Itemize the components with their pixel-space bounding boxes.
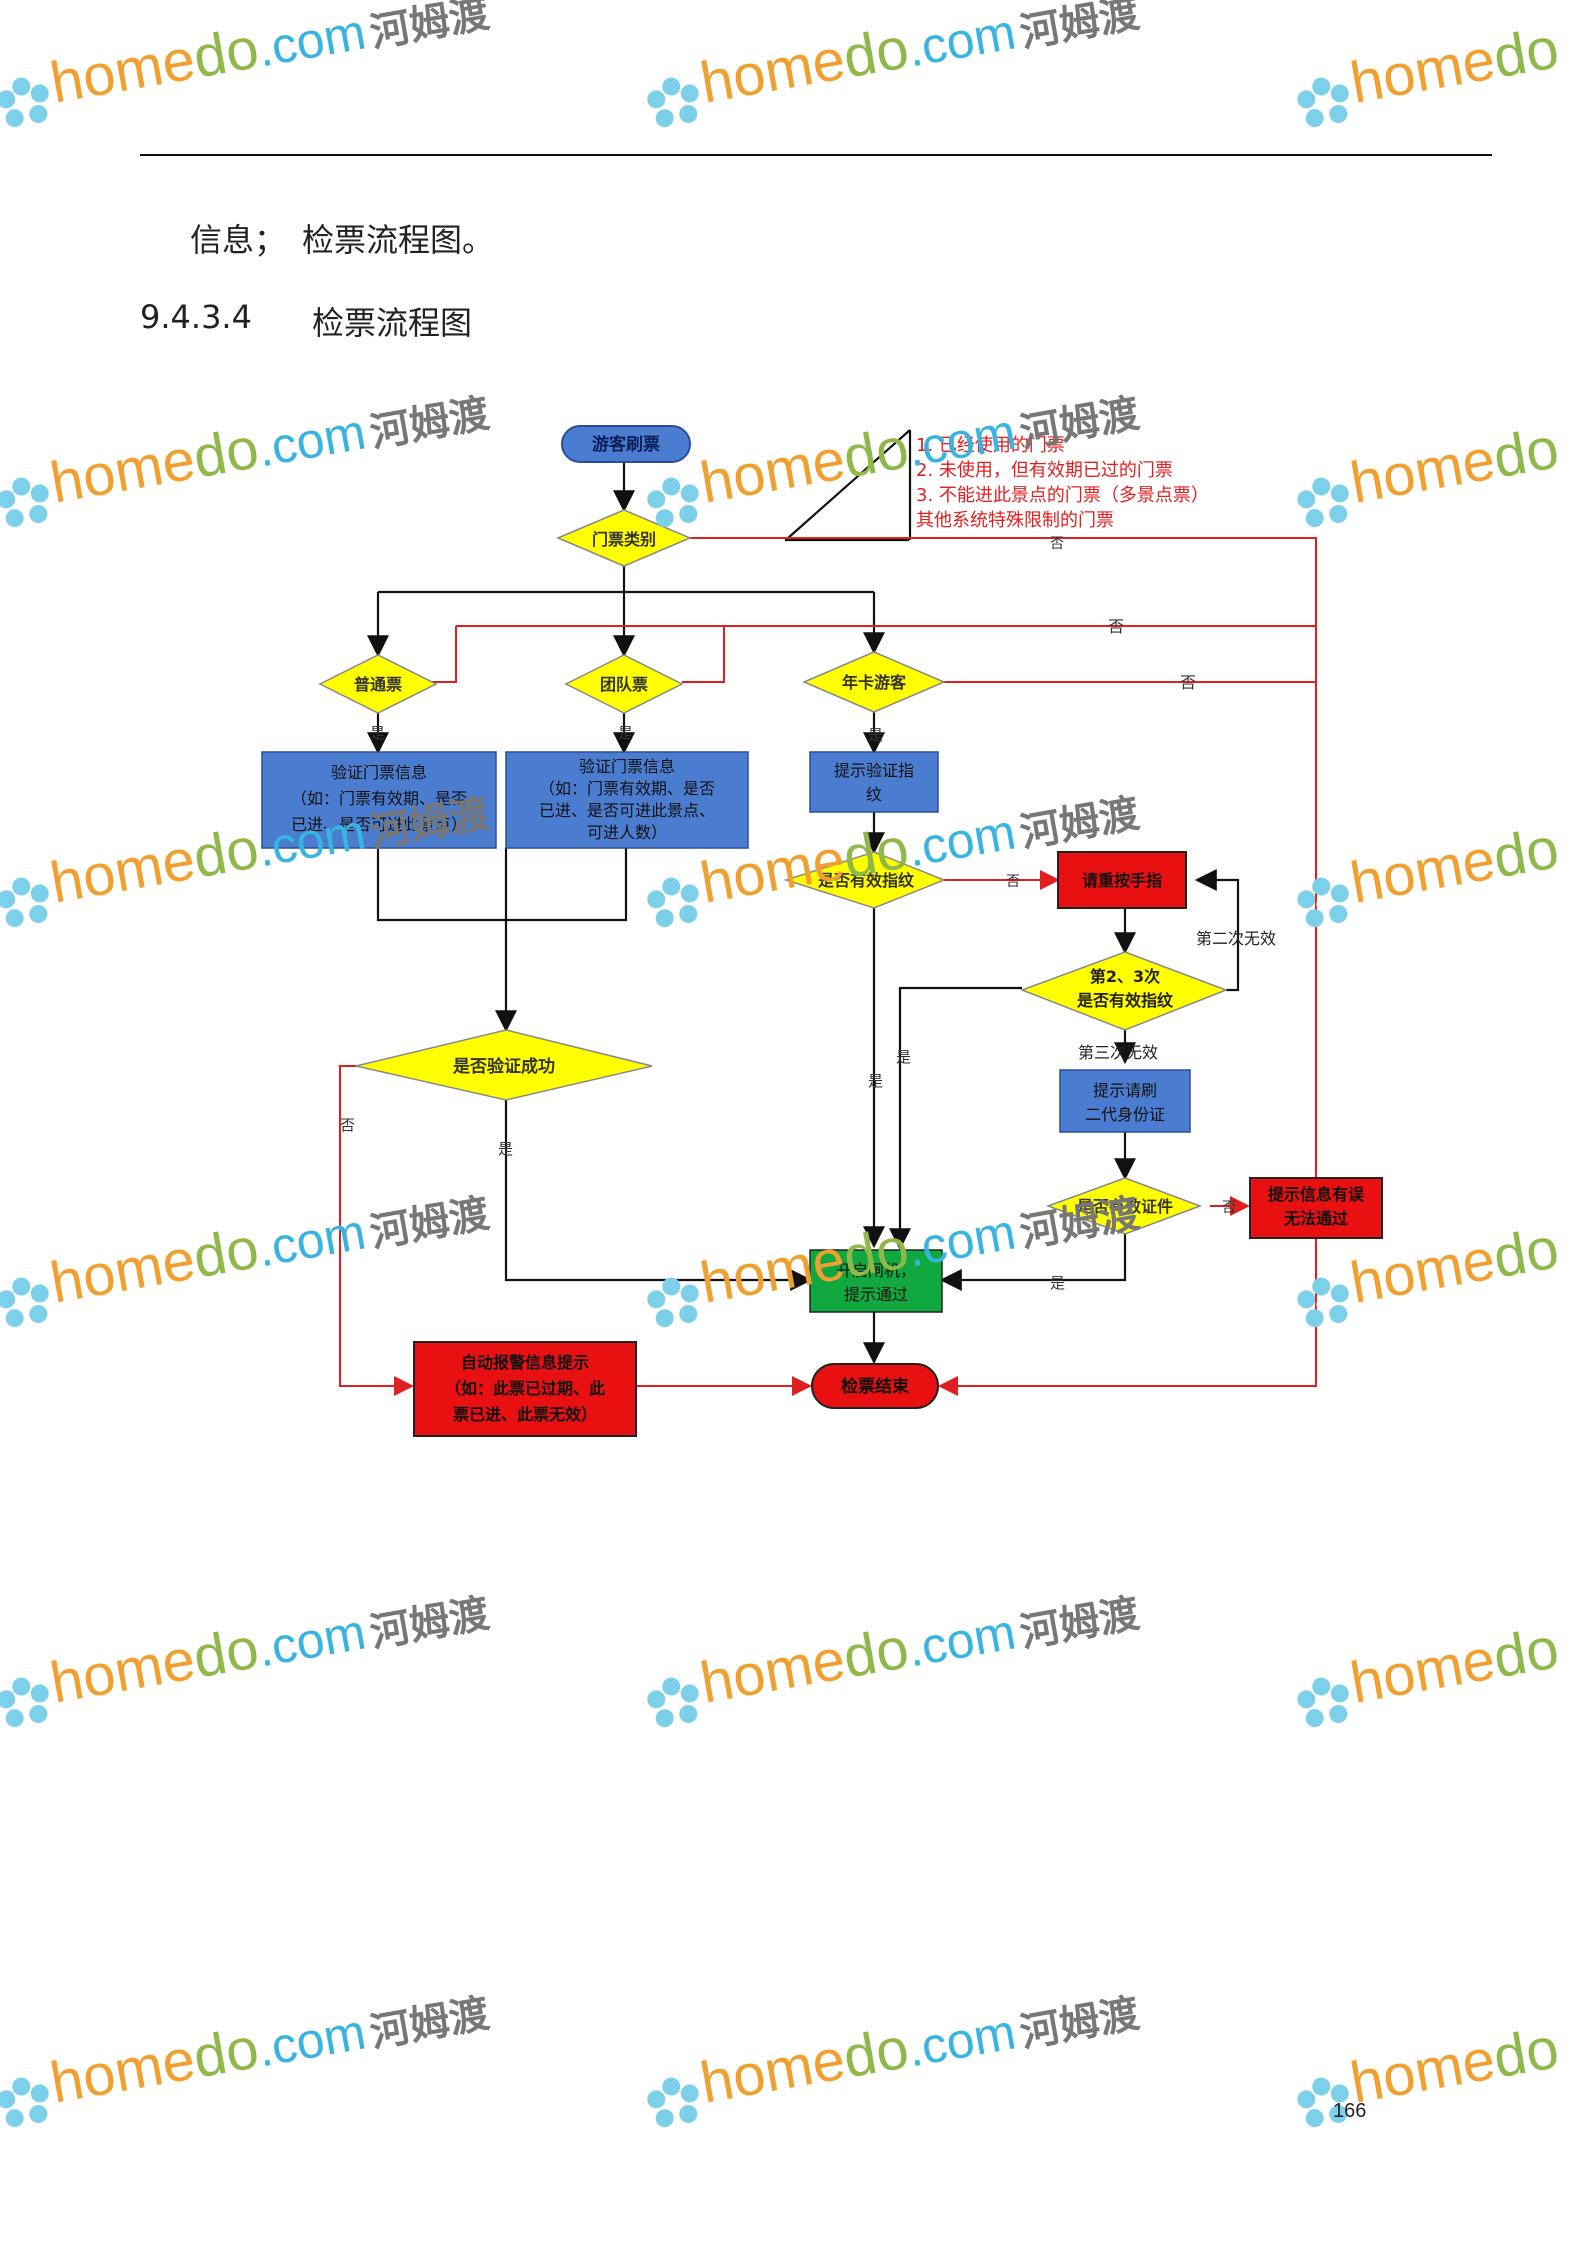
start-label: 游客刷票 (592, 434, 660, 455)
prompt-fingerprint-line-1: 提示验证指 (834, 761, 914, 780)
valid-id-label: 是否有效证件 (1076, 1197, 1173, 1216)
start-node (561, 425, 691, 463)
open-gate-line-2: 提示通过 (844, 1285, 908, 1304)
verify-group-box (505, 751, 749, 849)
watermark: homedo.com 河姆渡 (636, 1974, 1145, 2139)
ticket-check-flowchart: 游客刷票 门票类别 1. 已经使用的门票 2. 未使用，但有效期已过的门票 3.… (261, 425, 1383, 1437)
annual-card-label: 年卡游客 (842, 673, 907, 692)
alarm-line-1: 自动报警信息提示 (461, 1353, 589, 1372)
watermark: homedo.com 河姆渡 (0, 1574, 495, 1739)
yes-label-group: 是 (618, 724, 633, 742)
annual-card-decision (802, 651, 946, 713)
no-label-annual: 否 (1180, 673, 1196, 692)
second-third-line-1: 第2、3次 (1090, 967, 1160, 986)
alarm-line-2: （如：此票已过期、此 (445, 1379, 605, 1398)
prompt-fingerprint-line-2: 纹 (866, 785, 882, 804)
header-rule (140, 154, 1492, 156)
yes-label-retry: 是 (896, 1048, 911, 1066)
section-number: 9.4.3.4 (140, 298, 252, 336)
body-text-line: 信息； 检票流程图。 (190, 221, 495, 259)
prompt-id-line-1: 提示请刷 (1093, 1081, 1157, 1100)
no-label-id: 否 (1222, 1200, 1236, 1216)
end-node (811, 1363, 939, 1409)
no-label-line: 否 (1108, 617, 1124, 636)
watermark: homedo (1286, 2014, 1565, 2138)
flower-icon (647, 1677, 699, 1727)
open-gate-line-1: 开启闸机， (836, 1261, 916, 1280)
yes-label-verify: 是 (498, 1140, 513, 1158)
no-label-verify: 否 (340, 1116, 355, 1134)
valid-fingerprint-decision (783, 851, 947, 909)
third-invalid-label: 第三次无效 (1078, 1043, 1158, 1062)
open-gate-box (809, 1249, 943, 1313)
watermark: homedo (1286, 1614, 1565, 1738)
yes-label-ordinary: 是 (370, 724, 385, 742)
valid-fingerprint-label: 是否有效指纹 (817, 871, 915, 890)
error-line-2: 2. 未使用，但有效期已过的门票 (916, 460, 1173, 481)
verify-ordinary-line-3: 已进、是否可进此景点） (291, 815, 467, 834)
yes-label-annual: 是 (868, 726, 883, 744)
ticket-type-label: 门票类别 (592, 530, 656, 549)
yes-label-id: 是 (1050, 1274, 1065, 1292)
error-line-1: 1. 已经使用的门票 (916, 435, 1065, 456)
flower-icon (1297, 1677, 1349, 1727)
verify-group-line-2: （如：门票有效期、是否 (539, 779, 715, 798)
verify-success-decision (355, 1029, 653, 1101)
valid-id-decision (1045, 1177, 1203, 1235)
group-ticket-decision (564, 654, 684, 714)
watermark: homedo.com 河姆渡 (636, 1574, 1145, 1739)
second-third-line-2: 是否有效指纹 (1076, 991, 1174, 1010)
page-number: 166 (1333, 2100, 1367, 2122)
alarm-line-3: 票已进、此票无效） (453, 1405, 597, 1424)
ordinary-ticket-decision (318, 654, 438, 714)
verify-group-line-1: 验证门票信息 (579, 757, 675, 776)
id-error-box (1249, 1177, 1383, 1239)
verify-success-label: 是否验证成功 (453, 1056, 555, 1077)
ordinary-ticket-label: 普通票 (354, 675, 402, 694)
verify-ordinary-box (261, 751, 497, 849)
second-invalid-label: 第二次无效 (1196, 929, 1276, 948)
prompt-id-line-2: 二代身份证 (1085, 1105, 1165, 1124)
verify-ordinary-line-1: 验证门票信息 (331, 763, 427, 782)
verify-group-line-3: 已进、是否可进此景点、 (539, 801, 715, 820)
group-ticket-label: 团队票 (600, 675, 648, 694)
no-label-fingerprint: 否 (1006, 874, 1020, 890)
no-label-top: 否 (1050, 536, 1064, 552)
id-error-line-2: 无法通过 (1283, 1209, 1348, 1228)
alarm-box (413, 1341, 637, 1437)
prompt-fingerprint-box (809, 751, 939, 813)
yes-label-fingerprint: 是 (868, 1072, 883, 1090)
error-line-3: 3. 不能进此景点的门票（多景点票） (916, 485, 1209, 506)
id-error-line-1: 提示信息有误 (1268, 1185, 1365, 1204)
verify-group-line-4: 可进人数） (587, 823, 667, 842)
end-label: 检票结束 (841, 1376, 909, 1397)
flower-icon (647, 2077, 699, 2127)
retry-finger-box (1057, 851, 1187, 909)
section-title: 检票流程图 (312, 304, 473, 342)
second-third-decision (1019, 951, 1229, 1031)
retry-finger-label: 请重按手指 (1082, 871, 1162, 890)
flower-icon (0, 1677, 49, 1727)
error-line-4: 其他系统特殊限制的门票 (916, 510, 1114, 531)
watermark: homedo.com 河姆渡 (0, 1974, 495, 2139)
flower-icon (0, 2077, 49, 2127)
verify-ordinary-line-2: （如：门票有效期、是否 (291, 789, 467, 808)
prompt-id-box (1059, 1069, 1191, 1133)
